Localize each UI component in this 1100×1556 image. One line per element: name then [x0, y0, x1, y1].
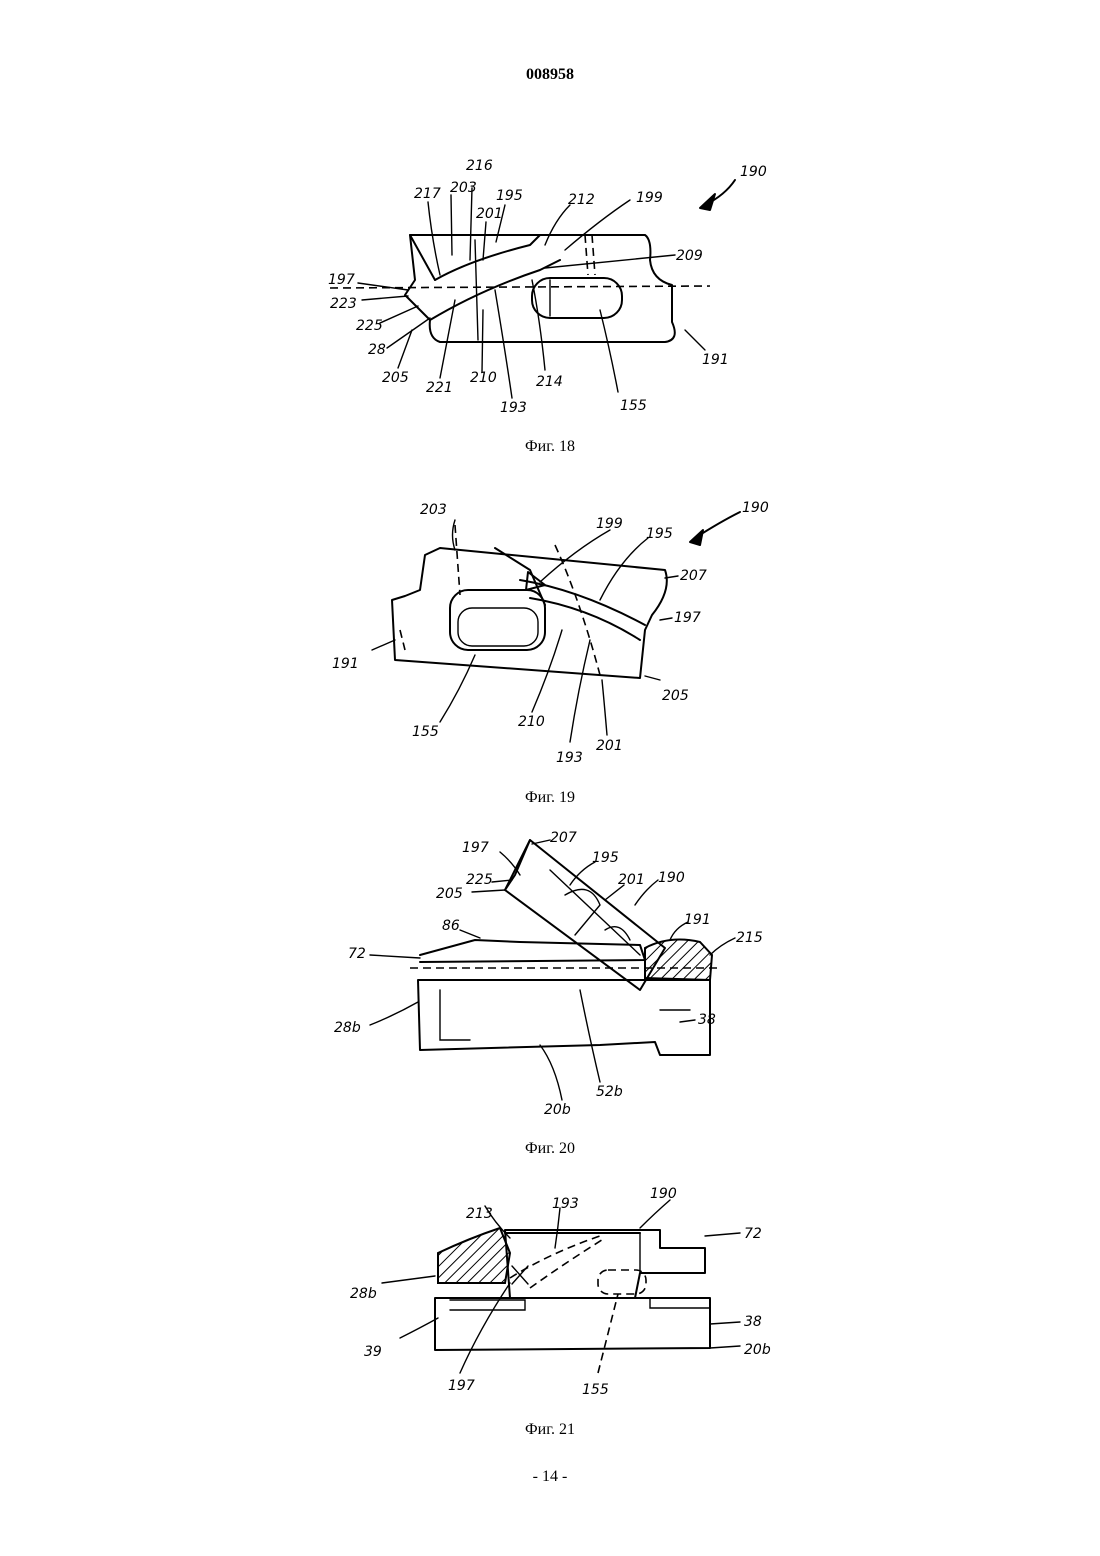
fig19-label-203: 203	[420, 502, 447, 518]
fig19-label-210: 210	[518, 714, 545, 730]
fig20-label-28b: 28b	[334, 1020, 361, 1036]
fig19-label-155: 155	[412, 724, 439, 740]
fig19-label-207: 207	[680, 568, 707, 584]
fig18-label-223: 223	[330, 296, 357, 312]
fig20-label-197: 197	[462, 840, 489, 856]
figure-20-caption: Фиг. 20	[0, 1140, 1100, 1158]
fig21-label-39: 39	[364, 1344, 382, 1360]
fig19-label-201: 201	[596, 738, 623, 754]
fig18-label-203: 203	[450, 180, 477, 196]
fig18-label-225: 225	[356, 318, 383, 334]
fig21-label-155: 155	[582, 1382, 609, 1398]
fig18-label-216: 216	[466, 158, 493, 174]
fig20-label-86: 86	[442, 918, 460, 934]
figure-18-drawing: 190 217 203 216 201 195 212 199 209 197 …	[300, 150, 800, 420]
fig19-label-193: 193	[556, 750, 583, 766]
fig20-label-38: 38	[698, 1012, 716, 1028]
fig19-label-205: 205	[662, 688, 689, 704]
fig18-label-155: 155	[620, 398, 647, 414]
fig19-label-199: 199	[596, 516, 623, 532]
fig20-label-72: 72	[348, 946, 366, 962]
fig20-label-20b: 20b	[544, 1102, 571, 1118]
fig21-label-193: 193	[552, 1196, 579, 1212]
fig20-label-205: 205	[436, 886, 463, 902]
fig18-label-214: 214	[536, 374, 563, 390]
fig21-label-197: 197	[448, 1378, 475, 1394]
figure-20-drawing: 197 207 195 201 190 225 205 86 191 215 7…	[300, 830, 800, 1120]
fig20-label-191: 191	[684, 912, 711, 928]
fig18-label-199: 199	[636, 190, 663, 206]
fig19-label-191: 191	[332, 656, 359, 672]
page-number: - 14 -	[0, 1468, 1100, 1486]
figure-21-drawing: 193 190 213 72 28b 38 39 197 155 20b	[300, 1178, 800, 1413]
fig18-label-217: 217	[414, 186, 441, 202]
fig18-label-212: 212	[568, 192, 595, 208]
fig20-label-225: 225	[466, 872, 493, 888]
fig18-label-221: 221	[426, 380, 453, 396]
fig21-label-38: 38	[744, 1314, 762, 1330]
fig19-label-190: 190	[742, 500, 769, 516]
figure-18-caption: Фиг. 18	[0, 438, 1100, 456]
fig18-label-201: 201	[476, 206, 503, 222]
fig20-label-52b: 52b	[596, 1084, 623, 1100]
fig20-label-190: 190	[658, 870, 685, 886]
fig18-label-197: 197	[328, 272, 355, 288]
fig20-label-207: 207	[550, 830, 577, 846]
fig21-label-72: 72	[744, 1226, 762, 1242]
fig21-label-213: 213	[466, 1206, 493, 1222]
fig18-label-193: 193	[500, 400, 527, 416]
fig18-label-209: 209	[676, 248, 703, 264]
fig21-label-28b: 28b	[350, 1286, 377, 1302]
fig18-label-195: 195	[496, 188, 523, 204]
fig21-label-190: 190	[650, 1186, 677, 1202]
figure-21-caption: Фиг. 21	[0, 1421, 1100, 1439]
fig19-label-195: 195	[646, 526, 673, 542]
fig20-label-215: 215	[736, 930, 763, 946]
fig18-label-205: 205	[382, 370, 409, 386]
fig20-label-195: 195	[592, 850, 619, 866]
fig19-label-197: 197	[674, 610, 701, 626]
fig21-label-20b: 20b	[744, 1342, 771, 1358]
figure-19-drawing: 203 199 195 190 207 197 191 155 210 193 …	[300, 490, 800, 775]
fig18-label-190: 190	[740, 164, 767, 180]
fig18-label-28: 28	[368, 342, 386, 358]
document-number: 008958	[0, 66, 1100, 84]
figure-19-caption: Фиг. 19	[0, 789, 1100, 807]
fig18-label-210: 210	[470, 370, 497, 386]
fig18-label-191: 191	[702, 352, 729, 368]
fig20-label-201: 201	[618, 872, 645, 888]
